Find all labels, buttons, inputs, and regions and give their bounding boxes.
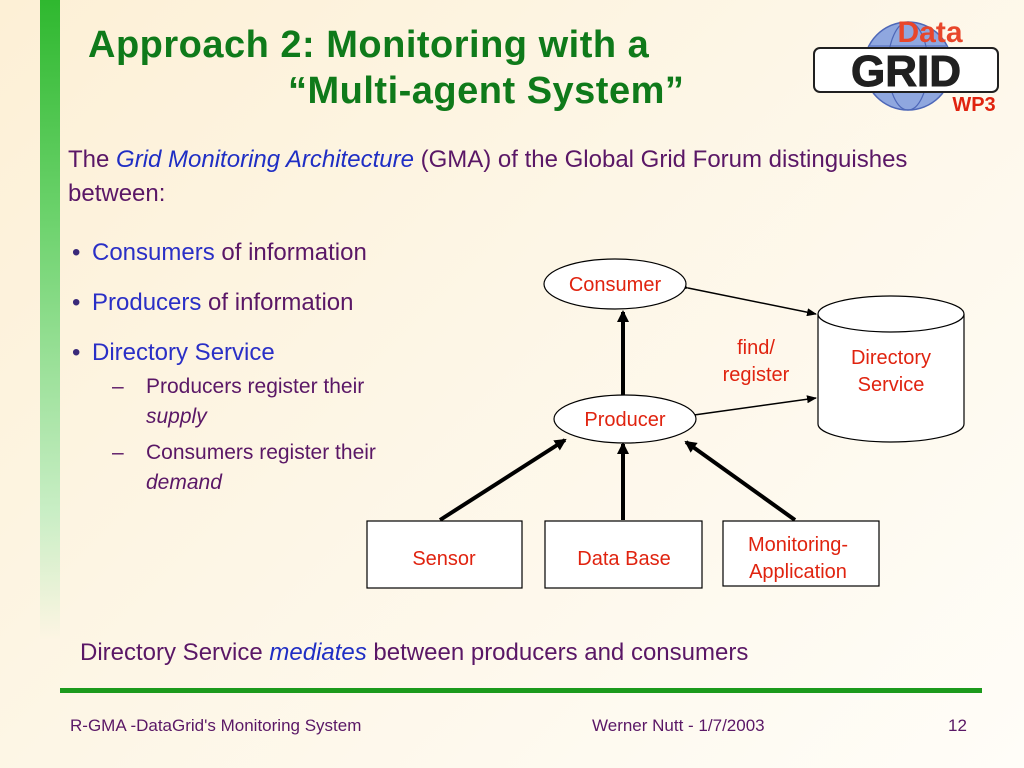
title-line-2: “Multi-agent System” — [288, 70, 685, 112]
monitoring-label-line-1: Monitoring- — [748, 534, 848, 556]
bullet-list: • Consumers of information • Producers of … — [72, 238, 452, 504]
intro-paragraph: The Grid Monitoring Architecture (GMA) o… — [68, 143, 928, 211]
producer-label: Producer — [584, 409, 665, 431]
consumer-node: Consumer — [543, 258, 687, 310]
sub-bullet-dash: – — [112, 441, 124, 464]
bullet-plain: of information — [214, 239, 367, 266]
datagrid-logo: GRID Data WP3 — [813, 16, 999, 116]
sub-bullet-text: Producers register their — [146, 375, 365, 398]
page-number: 12 — [948, 716, 967, 735]
logo-grid-text: GRID — [851, 47, 961, 96]
footer-divider — [60, 688, 982, 693]
sub-bullet-list: –Producers register their supply –Consum… — [72, 372, 452, 498]
monitoring-to-producer-arrow — [684, 440, 797, 522]
bullet-producers: • Producers of information — [72, 288, 452, 318]
bullet-colored: Producers — [92, 289, 202, 316]
bullet-dot: • — [72, 339, 81, 366]
mediates-prefix: Directory Service — [80, 639, 270, 666]
sub-bullet-emphasis: supply — [146, 405, 207, 428]
directory-label-line-1: Directory — [851, 347, 931, 369]
mediates-statement: Directory Service mediates between produ… — [60, 638, 960, 668]
find-label-line-1: find/ — [737, 337, 775, 359]
bullet-dot: • — [72, 239, 81, 266]
directory-service-node: Directory Service — [817, 295, 965, 443]
consumer-label: Consumer — [569, 274, 662, 296]
mediates-suffix: between producers and consumers — [366, 639, 749, 666]
intro-prefix: The — [68, 146, 117, 173]
bullet-plain: of information — [201, 289, 354, 316]
directory-label-line-2: Service — [858, 374, 925, 396]
bullet-dot: • — [72, 289, 81, 316]
mediates-emphasis: mediates — [269, 639, 367, 666]
footer-left-text: R-GMA -DataGrid's Monitoring System — [70, 716, 362, 735]
sub-bullet-dash: – — [112, 375, 124, 398]
intro-suffix: (GMA) of the Global Grid Forum distingui… — [68, 146, 908, 207]
bullet-directory-service: • Directory Service — [72, 338, 452, 368]
slide-title: Approach 2: Monitoring with a “Multi-age… — [88, 22, 788, 114]
sensor-to-producer-arrow — [438, 438, 567, 522]
footer-author-date: Werner Nutt - 1/7/2003 — [592, 716, 765, 735]
consumer-directory-arrow — [678, 282, 817, 317]
sub-bullet-supply: –Producers register their supply — [72, 372, 452, 432]
database-label: Data Base — [577, 548, 670, 570]
logo-data-text: Data — [897, 16, 962, 49]
sensor-node: Sensor — [366, 520, 523, 589]
sub-bullet-text: Consumers register their — [146, 441, 376, 464]
bullet-colored: Consumers — [92, 239, 215, 266]
producer-directory-arrow — [684, 395, 817, 421]
sub-bullet-emphasis: demand — [146, 471, 222, 494]
monitoring-label-line-2: Application — [749, 561, 847, 583]
sensor-label: Sensor — [412, 548, 476, 570]
find-label-line-2: register — [723, 364, 790, 386]
bullet-consumers: • Consumers of information — [72, 238, 452, 268]
producer-node: Producer — [553, 394, 697, 444]
sub-bullet-demand: –Consumers register their demand — [72, 438, 452, 498]
find-register-label: find/ register — [723, 337, 790, 386]
monitoring-application-node: Monitoring- Application — [722, 520, 880, 587]
title-line-1: Approach 2: Monitoring with a — [88, 24, 650, 66]
intro-emphasis: Grid Monitoring Architecture — [116, 146, 414, 173]
bullet-colored: Directory Service — [92, 339, 275, 366]
left-accent-bar — [40, 0, 60, 640]
logo-wp-text: WP3 — [952, 94, 995, 116]
database-node: Data Base — [544, 520, 703, 589]
